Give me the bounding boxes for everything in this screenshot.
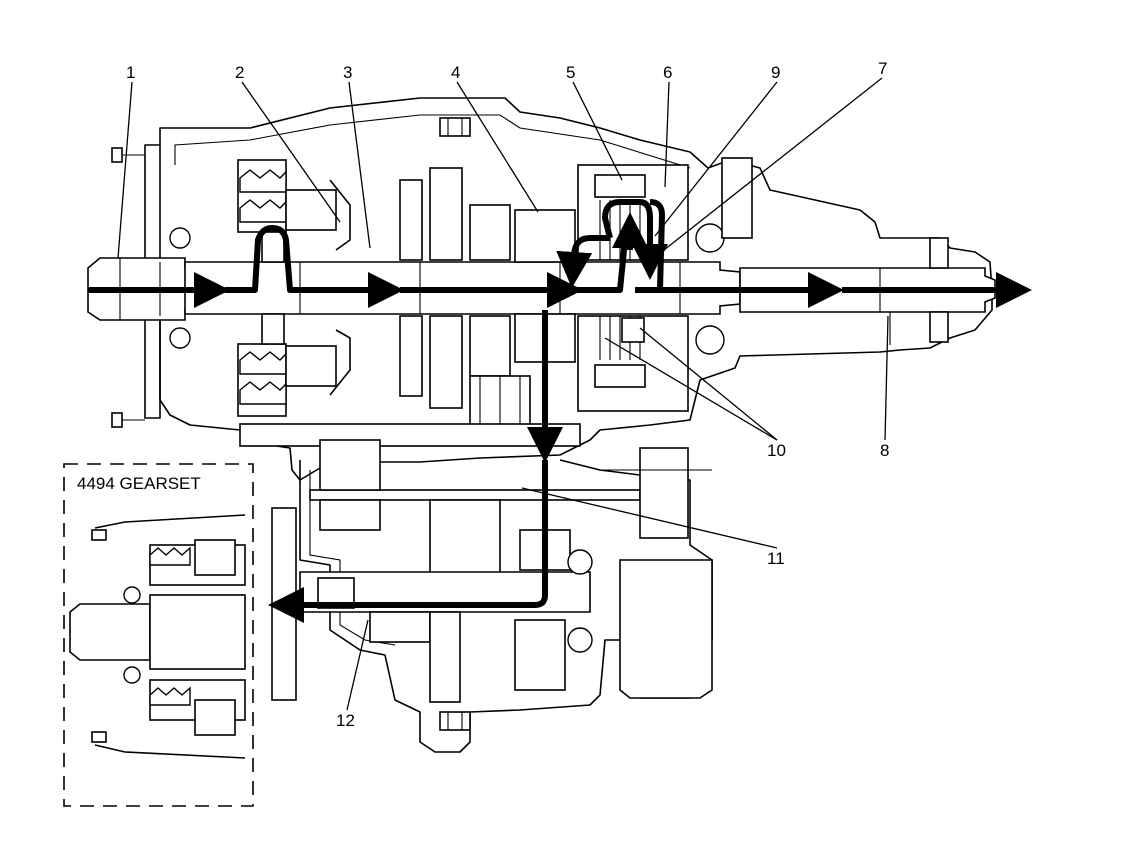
leader-lines [117,77,889,711]
callout-11: 11 [767,549,785,568]
callout-2: 2 [235,63,244,82]
callout-10: 10 [767,441,786,460]
callout-7: 7 [878,59,887,78]
callout-3: 3 [343,63,352,82]
callout-9: 9 [771,63,780,82]
callout-6: 6 [663,63,672,82]
clutch-pack [577,157,753,412]
callout-12: 12 [336,711,355,730]
callout-4: 4 [451,63,460,82]
power-flow-arrows [88,199,1032,623]
planetary-gearset [237,159,351,417]
callout-5: 5 [566,63,575,82]
callout-8: 8 [880,441,889,460]
front-output-assembly [271,447,713,703]
callout-labels: 1 2 3 4 5 6 9 7 10 8 11 12 [126,59,889,730]
inset-title: 4494 GEARSET [77,474,201,493]
chain-drive-shaft [239,423,641,581]
callout-1: 1 [126,63,135,82]
inset-4494-gearset: 4494 GEARSET [63,463,254,807]
